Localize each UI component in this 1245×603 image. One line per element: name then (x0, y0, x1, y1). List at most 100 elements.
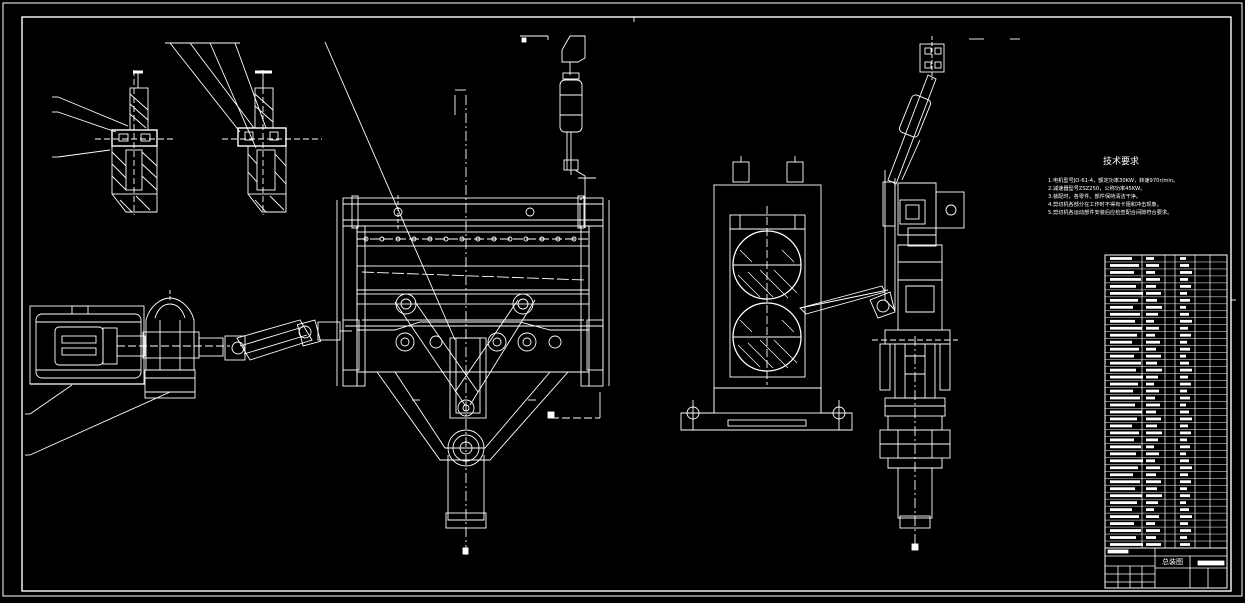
parts-list-entry (1110, 312, 1140, 316)
tech-requirements: 技术要求 1.电机型号JO-61-4，额定功率30KW，转速970r/min。 … (1048, 155, 1178, 216)
parts-list-entry (1180, 271, 1192, 274)
parts-list-entry (1146, 312, 1158, 316)
parts-list-entry (1110, 257, 1132, 260)
parts-list-entry (1180, 305, 1186, 309)
parts-list-entry (1110, 536, 1136, 539)
parts-list-entry (1146, 487, 1157, 491)
parts-list-entry (1180, 375, 1188, 379)
parts-list-entry (1110, 480, 1140, 484)
parts-list-entry (1110, 382, 1138, 386)
parts-list-entry (1180, 326, 1188, 330)
parts-list-entry (1110, 319, 1135, 323)
parts-list-entry (1180, 494, 1190, 498)
parts-list-entry (1146, 354, 1161, 358)
parts-list-entry (1110, 494, 1142, 498)
parts-list-entry (1110, 271, 1134, 274)
parts-list-entry (1180, 424, 1188, 428)
inner-frame (21, 16, 1232, 592)
parts-list-entry (1146, 445, 1154, 449)
parts-list-entry (1146, 410, 1156, 414)
parts-list-entry (1110, 424, 1132, 428)
parts-list-entry (1180, 298, 1190, 302)
parts-list-entry (1146, 494, 1162, 498)
parts-list-entry (1110, 264, 1139, 267)
parts-list-entry (1180, 438, 1187, 442)
parts-list-entry (1146, 305, 1162, 309)
parts-list-entry (1180, 312, 1189, 316)
detail-view-right (165, 42, 322, 215)
parts-list-entry (1146, 431, 1162, 435)
shear-side-view (869, 36, 1020, 551)
parts-list-entry (1146, 326, 1159, 330)
parts-list-entry (1146, 347, 1156, 351)
parts-list-entry (1180, 466, 1192, 470)
parts-list-entry (1180, 445, 1190, 449)
parts-list-entry (1180, 403, 1186, 407)
parts-list-entry (1110, 431, 1139, 435)
parts-list-entry (1180, 396, 1190, 400)
parts-list-entry (1110, 305, 1133, 309)
parts-list-entry (1146, 473, 1156, 477)
detail-view-left (52, 70, 175, 215)
parts-list-entry (1110, 459, 1143, 463)
parts-list-entry (1110, 284, 1136, 288)
parts-list-entry (1180, 340, 1187, 344)
parts-list-entry (1110, 340, 1132, 344)
parts-list-entry (1180, 543, 1190, 546)
parts-list-entry (1146, 340, 1160, 344)
parts-list-entry (1146, 529, 1160, 532)
parts-list-entry (1110, 396, 1140, 400)
parts-list-entry (1180, 389, 1187, 393)
tech-requirement-line: 2.减速器型号ZSZ250，公称功率45KW。 (1048, 184, 1145, 192)
parts-list-entry (1180, 515, 1192, 519)
parts-list-entry (1180, 361, 1189, 365)
parts-list-entry (1146, 361, 1157, 365)
parts-list-entry (1180, 319, 1192, 323)
parts-list-entry (1110, 508, 1132, 512)
parts-list-entry (1110, 354, 1134, 358)
parts-list-entry (1180, 333, 1191, 337)
tech-requirement-line: 5.剪切机各运动部件安装后应检查配合间隙符合要求。 (1048, 208, 1172, 216)
parts-list-entry (1180, 431, 1191, 435)
parts-list-entry (1180, 417, 1192, 421)
parts-list-entry (1110, 529, 1141, 532)
motor-drive-assembly (25, 290, 230, 456)
parts-list-entry (1180, 354, 1186, 358)
parts-list-entry (1146, 278, 1160, 281)
parts-list-entry (1180, 522, 1188, 525)
cardan-shaft (224, 319, 352, 361)
roll-stand-view (680, 156, 853, 431)
parts-list-entry (1180, 368, 1192, 372)
parts-list-entry (1146, 536, 1156, 539)
parts-list-entry (1146, 319, 1154, 323)
parts-list-entry (1110, 347, 1139, 351)
parts-list-entry (1146, 257, 1154, 260)
parts-list-entry (1146, 459, 1155, 463)
parts-list-entry (1146, 396, 1155, 400)
parts-list-entry (1110, 291, 1143, 295)
parts-list-entry (1146, 368, 1162, 372)
parts-list-entry (1180, 452, 1186, 456)
parts-list-entry (1110, 452, 1136, 456)
parts-list-entry (1146, 452, 1159, 456)
parts-list-entry (1146, 515, 1159, 519)
parts-list-entry (1110, 410, 1142, 414)
parts-list-entry (1110, 278, 1141, 281)
parts-list-entry (1146, 333, 1155, 337)
parts-list-entry (1146, 466, 1160, 470)
parts-list-entry (1146, 389, 1159, 393)
shear-front-view (324, 41, 610, 555)
parts-list-entry (1146, 298, 1157, 302)
parts-list-entry (1146, 284, 1156, 288)
parts-list-entry (1180, 480, 1191, 484)
tech-requirement-line: 4.剪切机各部分在工作时不得有卡阻和冲击现象。 (1048, 200, 1162, 208)
parts-list-entry (1110, 368, 1136, 372)
tech-requirements-title: 技术要求 (1103, 155, 1139, 167)
parts-list-entry (1110, 445, 1141, 449)
parts-list-entry (1146, 501, 1158, 505)
title-block (1104, 547, 1228, 589)
parts-list-entry (1110, 515, 1139, 519)
